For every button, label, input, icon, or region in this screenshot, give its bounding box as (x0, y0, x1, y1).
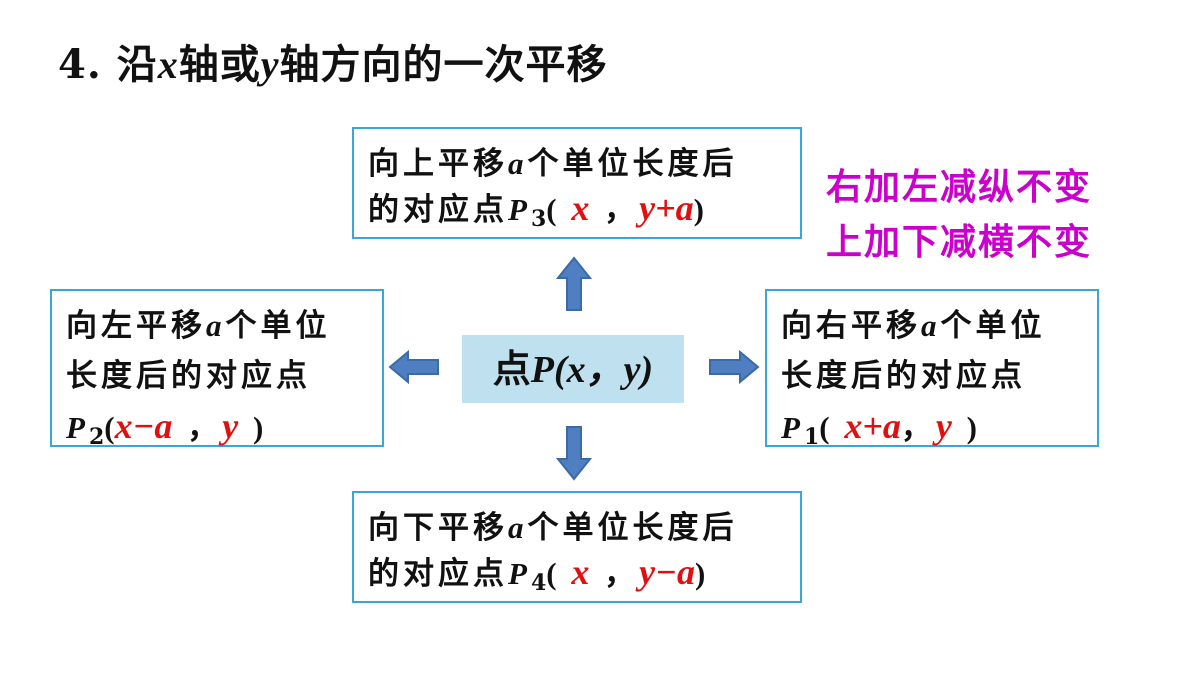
title-var-y: y (260, 42, 280, 87)
box-text: 向下平移 (368, 510, 508, 546)
box-line: 的对应点P4( x ，y−a) (368, 547, 786, 608)
box-text: 个单位长度后 (527, 510, 738, 546)
coord-y: y (222, 406, 239, 446)
var-a: a (508, 146, 528, 181)
box-line: 向下平移a个单位长度后 (368, 503, 786, 553)
paren: ) (694, 556, 706, 591)
box-text: 向左平移 (66, 308, 206, 344)
paren: ( (819, 410, 830, 445)
var-a: a (508, 510, 528, 545)
point-label: P (508, 556, 531, 591)
box-line: 向左平移a个单位 (66, 301, 368, 351)
paren: ) (252, 410, 264, 445)
arrow-down-icon (556, 426, 592, 481)
point-label: P (66, 410, 89, 445)
center-point-box: 点P(x，y) (462, 335, 684, 403)
comma: ， (604, 556, 640, 592)
coord-y: y−a (639, 552, 695, 592)
center-point-label: P (530, 349, 555, 391)
coord-x: x−a (114, 406, 173, 446)
arrow-up-icon (556, 256, 592, 311)
var-a: a (206, 308, 226, 343)
title-text: 轴方向的一次平移 (279, 41, 608, 88)
box-line: 向右平移a个单位 (781, 301, 1083, 351)
paren: ( (546, 192, 557, 227)
box-line: 向上平移a个单位长度后 (368, 139, 786, 189)
coord-x: x (571, 188, 590, 228)
point-subscript: 3 (530, 206, 547, 232)
left-translation-box: 向左平移a个单位 长度后的对应点 P2(x−a ，y ) (50, 289, 384, 450)
box-text: 个单位长度后 (527, 146, 738, 182)
comma: ， (900, 410, 936, 446)
box-line: P2(x−a ，y ) (66, 401, 368, 462)
box-text: 向上平移 (368, 146, 508, 182)
arrow-right-icon (709, 350, 760, 384)
down-translation-box: 向下平移a个单位长度后 的对应点P4( x ，y−a) (352, 491, 802, 603)
box-text: 向右平移 (781, 308, 921, 344)
point-label: P (781, 410, 804, 445)
box-text: 长度后的对应点 (66, 358, 311, 394)
box-line: 长度后的对应点 (66, 351, 368, 401)
coord-x: x+a (844, 406, 901, 446)
center-coords: (x，y) (554, 349, 654, 391)
coord-y: y+a (639, 188, 694, 228)
title-text: 沿 (116, 41, 158, 88)
title-var-x: x (157, 42, 179, 87)
center-label: 点 (492, 346, 531, 391)
comma: ， (604, 192, 640, 228)
title-number: 4. (58, 41, 102, 88)
comma: ， (187, 410, 223, 446)
coord-x: x (571, 552, 590, 592)
paren: ) (966, 410, 977, 445)
box-text: 的对应点 (368, 192, 508, 228)
paren: ) (693, 192, 704, 227)
up-translation-box: 向上平移a个单位长度后 的对应点P3( x ，y+a) (352, 127, 802, 239)
point-subscript: 2 (88, 424, 105, 450)
box-text: 长度后的对应点 (781, 358, 1026, 394)
slide-title: 4. 沿x轴或y轴方向的一次平移 (58, 32, 607, 90)
point-subscript: 4 (530, 570, 547, 596)
point-subscript: 1 (803, 424, 820, 450)
paren: ( (104, 410, 115, 445)
arrow-left-icon (388, 350, 439, 384)
box-text: 个单位 (940, 308, 1046, 344)
right-translation-box: 向右平移a个单位 长度后的对应点 P1( x+a，y ) (765, 289, 1099, 450)
box-line: 长度后的对应点 (781, 351, 1083, 401)
rule-vertical: 上加下减横不变 (826, 222, 1093, 263)
box-text: 的对应点 (368, 556, 508, 592)
paren: ( (546, 556, 557, 591)
box-text: 个单位 (225, 308, 331, 344)
rule-horizontal: 右加左减纵不变 (826, 167, 1093, 208)
var-a: a (921, 308, 941, 343)
box-line: 的对应点P3( x ，y+a) (368, 183, 786, 244)
point-label: P (508, 192, 531, 227)
box-line: P1( x+a，y ) (781, 401, 1083, 462)
title-text: 轴或 (178, 41, 261, 88)
coord-y: y (935, 406, 952, 446)
